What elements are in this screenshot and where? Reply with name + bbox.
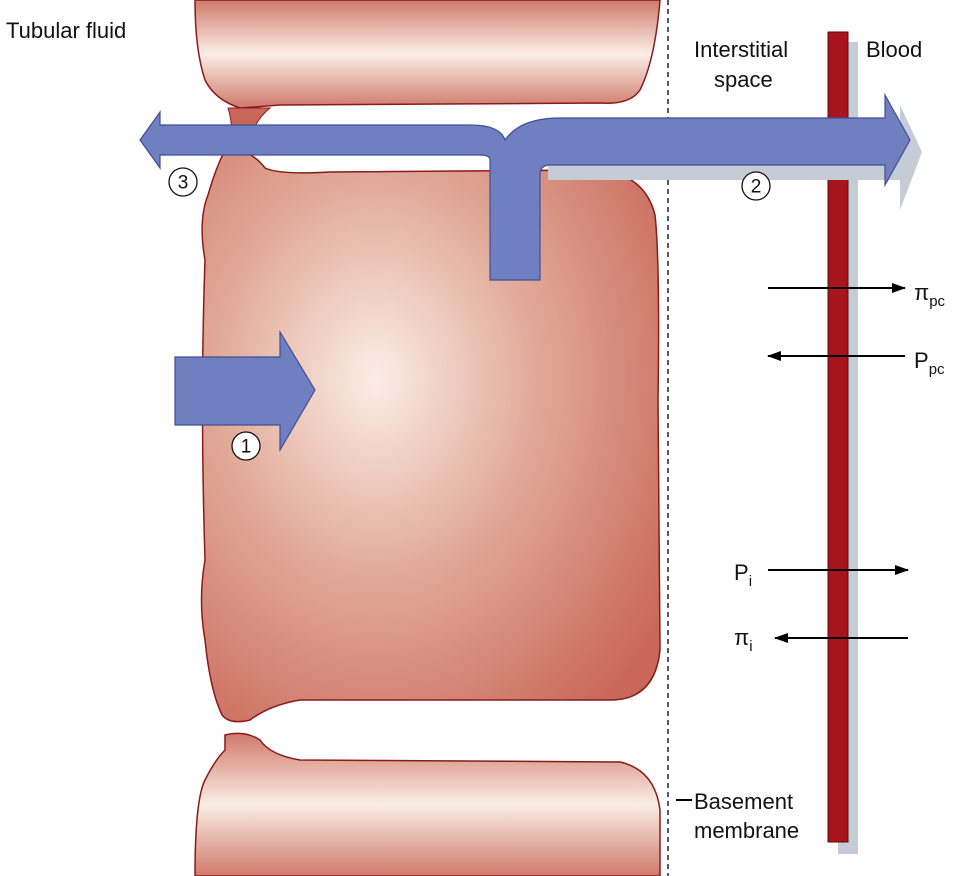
peritubular-capillary (827, 31, 849, 843)
tubular-fluid-label: Tubular fluid (6, 18, 126, 43)
pathway-number: 2 (751, 177, 762, 198)
pathway-number: 3 (178, 173, 189, 194)
basement-label-line2: membrane (694, 818, 799, 843)
force-label-p-i: Pi (734, 560, 752, 590)
pathway-badge-2: 2 (741, 171, 771, 201)
basement-label-line1: Basement (694, 789, 793, 814)
force-label-p-pc: Ppc (914, 348, 945, 378)
force-label-pi-pc: πpc (914, 280, 946, 310)
bottom-epithelial-cell (194, 732, 661, 876)
top-epithelial-cell (194, 0, 661, 109)
epithelial-cell (200, 149, 661, 723)
force-label-pi-i: πi (734, 625, 753, 655)
blood-label: Blood (866, 37, 922, 62)
pathway-badge-3: 3 (168, 167, 198, 197)
pathway-badge-1: 1 (231, 431, 261, 461)
interstitial-label-line2: space (714, 67, 773, 92)
transcellular-paracellular-flow-arrow (139, 92, 911, 281)
entry-flow-arrow (174, 329, 316, 453)
pathway-number: 1 (241, 437, 252, 458)
interstitial-label-line1: Interstitial (694, 37, 788, 62)
